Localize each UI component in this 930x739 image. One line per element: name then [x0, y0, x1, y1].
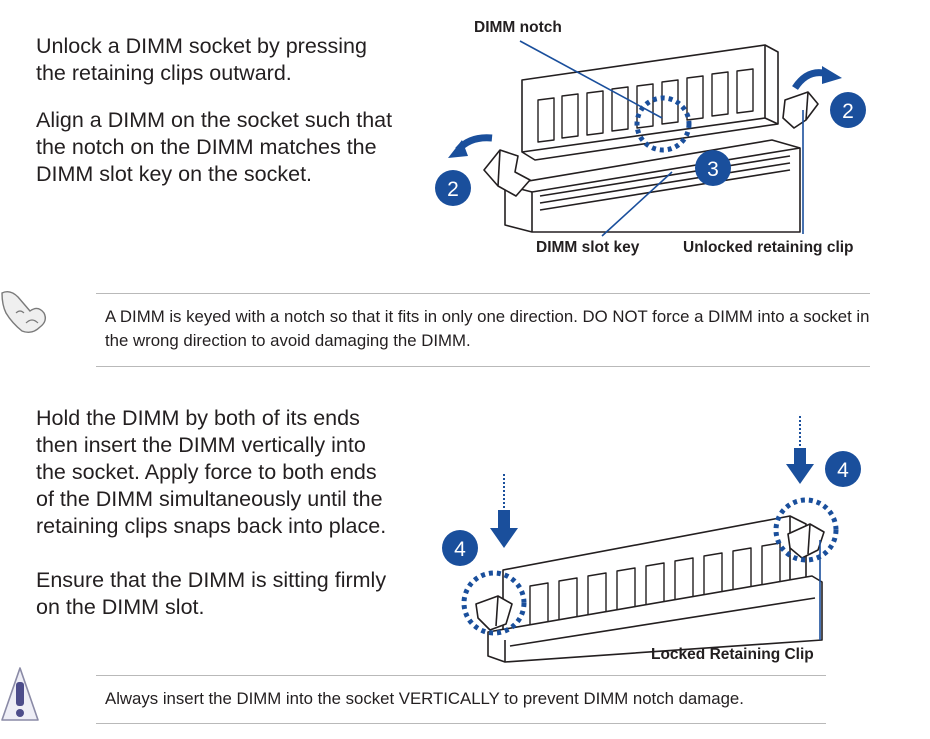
caution-text: Always insert the DIMM into the socket V…: [105, 689, 744, 708]
callout-2-left: 2: [435, 170, 471, 206]
unlocked-clip-label: Unlocked retaining clip: [683, 239, 854, 256]
left-clip-highlight-icon: [461, 570, 527, 636]
callout-4-right: 4: [825, 451, 861, 487]
svg-text:2: 2: [447, 178, 459, 201]
align-step-text: Align a DIMM on the socket such that the…: [36, 108, 393, 186]
rotate-arrow-left-icon: [448, 134, 493, 158]
dimm-chips: [537, 68, 754, 143]
right-clip: [782, 91, 819, 129]
locked-clip-left: [475, 595, 513, 631]
note-bottom-divider: [96, 366, 870, 367]
slot-key-leader-line: [601, 171, 673, 237]
dimm-chips-seated: [529, 542, 781, 630]
press-arrow-left-icon: [490, 474, 518, 548]
unlock-step-text: Unlock a DIMM socket by pressing the ret…: [36, 34, 367, 85]
dimm-notch-label: DIMM notch: [474, 19, 562, 36]
left-clip: [483, 149, 531, 197]
dimm-socket-seated: [487, 575, 823, 663]
locked-clip-label: Locked Retaining Clip: [651, 646, 814, 663]
svg-text:3: 3: [707, 158, 719, 181]
ensure-step-text: Ensure that the DIMM is sitting firmly o…: [36, 568, 387, 619]
rotate-arrow-right-icon: [792, 66, 842, 91]
locked-clip-right: [787, 523, 825, 559]
note-text: A DIMM is keyed with a notch so that it …: [105, 307, 870, 350]
right-clip-highlight-icon: [773, 497, 839, 563]
note-top-divider: [96, 293, 870, 294]
callout-3: 3: [695, 150, 731, 186]
insert-step-text: Hold the DIMM by both of its ends then i…: [36, 406, 387, 538]
callout-2-right: 2: [830, 92, 866, 128]
dimm-unlock-figure: 2 2 3: [435, 40, 866, 237]
dimm-slot-key-label: DIMM slot key: [536, 239, 640, 256]
notch-leader-line: [519, 40, 663, 119]
svg-text:2: 2: [842, 100, 854, 123]
notch-highlight-icon: [634, 95, 692, 153]
pointing-hand-icon: [1, 290, 47, 334]
warning-icon: [1, 667, 39, 721]
svg-text:4: 4: [837, 459, 849, 482]
svg-text:4: 4: [454, 538, 466, 561]
callout-4-left: 4: [442, 530, 478, 566]
caution-bottom-divider: [96, 723, 826, 724]
press-arrow-right-icon: [786, 416, 814, 484]
caution-top-divider: [96, 675, 826, 676]
